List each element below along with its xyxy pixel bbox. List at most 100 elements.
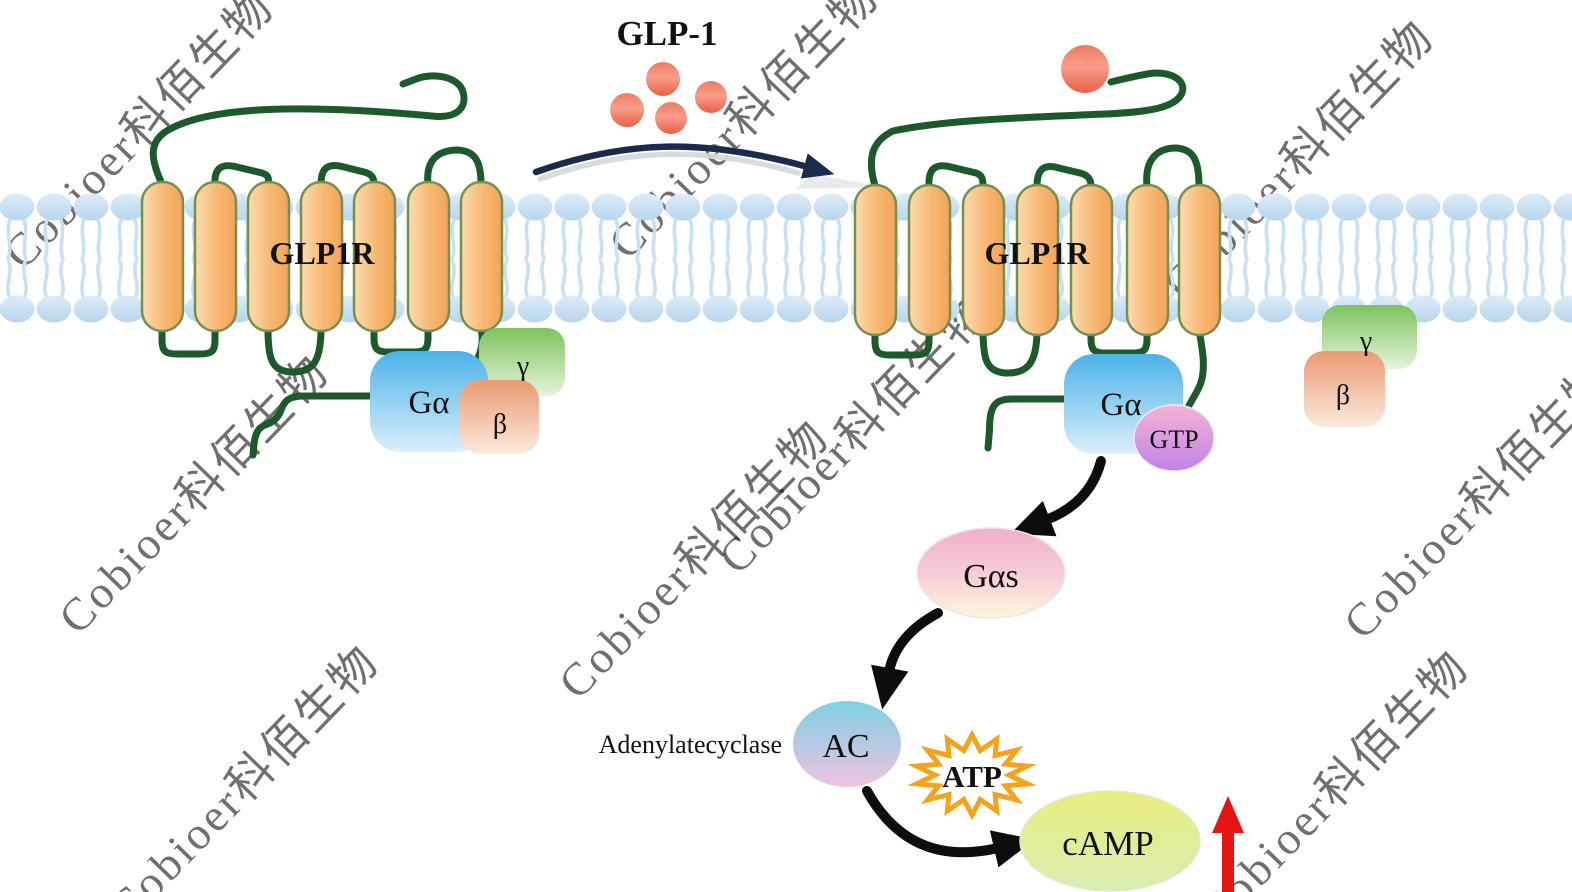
lipid-tail: [688, 260, 694, 298]
lipid-molecule: [628, 193, 664, 323]
intracellular-loop: [370, 325, 432, 356]
lipid-tail: [635, 218, 641, 261]
lipid-head: [1479, 193, 1515, 221]
transmembrane-helix: [1069, 183, 1114, 337]
lipid-tail: [1502, 218, 1508, 261]
lipid-head: [517, 295, 553, 323]
lipid-head: [73, 295, 109, 323]
glp1-ligand-cluster: GLP-1: [610, 14, 727, 134]
lipid-tail: [1058, 218, 1064, 261]
lipid-tail: [762, 218, 768, 261]
lipid-tail: [725, 218, 731, 261]
lipid-tail: [540, 218, 546, 261]
lipid-molecule: [1479, 193, 1515, 323]
lipid-tail: [1539, 260, 1545, 298]
lipid-tail: [1486, 260, 1492, 298]
lipid-tail: [651, 218, 657, 261]
receptor-right-loops: [867, 69, 1207, 452]
lipid-tail: [117, 260, 123, 298]
ligand-binding-arrow: [532, 143, 835, 179]
conversion-arrow-ac-to-camp: [862, 786, 1036, 868]
lipid-tail: [1227, 218, 1233, 261]
lipid-tail: [725, 260, 731, 298]
lipid-tail: [1301, 260, 1307, 298]
lipid-head: [1294, 295, 1330, 323]
lipid-tail: [450, 260, 456, 298]
lipid-tail: [1486, 218, 1492, 261]
lipid-tail: [1280, 260, 1286, 298]
lipid-head: [776, 193, 812, 221]
extracellular-loop: [925, 162, 987, 190]
lipid-molecule: [665, 193, 701, 323]
lipid-tail: [1317, 260, 1323, 298]
intracellular-loop: [979, 326, 1041, 377]
lipid-tail: [43, 260, 49, 298]
beta-label: β: [493, 409, 507, 440]
lipid-tail: [133, 218, 139, 261]
glp1-molecule-icon: [655, 102, 687, 134]
transmembrane-helix: [961, 183, 1006, 337]
lipid-head: [1257, 193, 1293, 221]
lipid-head: [665, 295, 701, 323]
intracellular-loop: [871, 326, 933, 359]
gamma-label: γ: [516, 351, 529, 382]
lipid-head: [1553, 295, 1572, 323]
beta-label: β: [1336, 380, 1350, 411]
watermark-text: Cobioer科佰生物: [49, 345, 339, 643]
extracellular-loop: [1143, 144, 1203, 190]
lipid-tail: [503, 218, 509, 261]
lipid-tail: [688, 218, 694, 261]
lipid-tail: [1354, 218, 1360, 261]
transmembrane-helix: [246, 180, 291, 333]
lipid-tail: [1005, 260, 1011, 298]
extracellular-loop: [1033, 162, 1095, 190]
lipid-tail: [614, 218, 620, 261]
lipid-tail: [1169, 260, 1175, 298]
lipid-tail: [709, 260, 715, 298]
lipid-tail: [1116, 260, 1122, 298]
lipid-molecule: [1257, 193, 1293, 323]
transmembrane-helix: [140, 180, 185, 333]
lipid-tail: [524, 218, 530, 261]
lipid-molecule: [702, 193, 738, 323]
lipid-tail: [799, 260, 805, 298]
lipid-tail: [524, 260, 530, 298]
lipid-tail: [1412, 260, 1418, 298]
lipid-tail: [80, 260, 86, 298]
lipid-head: [591, 193, 627, 221]
lipid-molecule: [0, 193, 35, 323]
lipid-tail: [1465, 260, 1471, 298]
lipid-head: [591, 295, 627, 323]
transmembrane-helices-right: [853, 183, 1222, 337]
beta-subunit: [1304, 351, 1385, 427]
lipid-tail: [799, 218, 805, 261]
lipid-tail: [598, 218, 604, 261]
g-alpha-subunit: [370, 351, 488, 452]
g-protein-activated-right: Gα GTP: [1064, 354, 1215, 472]
lipid-tail: [672, 218, 678, 261]
lipid-tail: [1428, 218, 1434, 261]
gtp-label: GTP: [1149, 425, 1198, 454]
lipid-head: [1331, 193, 1367, 221]
arrow-shadow: [537, 151, 801, 182]
lipid-tail: [1264, 260, 1270, 298]
lipid-head: [1516, 295, 1552, 323]
lipid-head: [702, 295, 738, 323]
lipid-tail: [1391, 260, 1397, 298]
lipid-tail: [22, 218, 28, 261]
lipid-tail: [133, 260, 139, 298]
lipid-tail: [96, 260, 102, 298]
extracellular-loop: [317, 161, 378, 188]
lipid-tail: [1317, 218, 1323, 261]
lipid-molecule: [1331, 193, 1367, 323]
lipid-head: [110, 193, 146, 221]
lipid-tail: [1449, 218, 1455, 261]
intracellular-loop: [158, 325, 219, 358]
lipid-tail: [1280, 218, 1286, 261]
lipid-head: [739, 295, 775, 323]
lipid-head: [665, 193, 701, 221]
lipid-head: [1257, 295, 1293, 323]
watermark-text: Cobioer科佰生物: [99, 635, 389, 892]
